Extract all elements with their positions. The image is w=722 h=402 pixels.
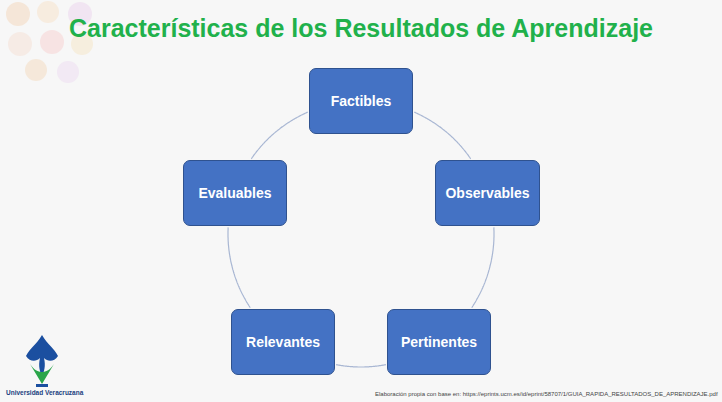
box-label: Relevantes [246,334,320,350]
process-box: Factibles [309,68,413,134]
source-note: Elaboración propia con base en: https://… [375,391,718,397]
logo-caption: Universidad Veracruzana [6,389,83,396]
box-label: Observables [445,185,529,201]
cycle-arc [251,112,308,159]
process-box: Evaluables [183,160,287,226]
process-box: Pertinentes [387,309,491,375]
box-label: Factibles [331,93,392,109]
box-label: Pertinentes [401,334,477,350]
slide-title: Características de los Resultados de Apr… [0,14,722,43]
university-logo [26,335,58,387]
cycle-arc [472,227,494,307]
cycle-arc [414,112,471,159]
box-label: Evaluables [198,185,271,201]
process-box: Relevantes [231,309,335,375]
cycle-arc [228,227,250,307]
cycle-arc [336,365,386,367]
process-box: Observables [435,160,540,226]
